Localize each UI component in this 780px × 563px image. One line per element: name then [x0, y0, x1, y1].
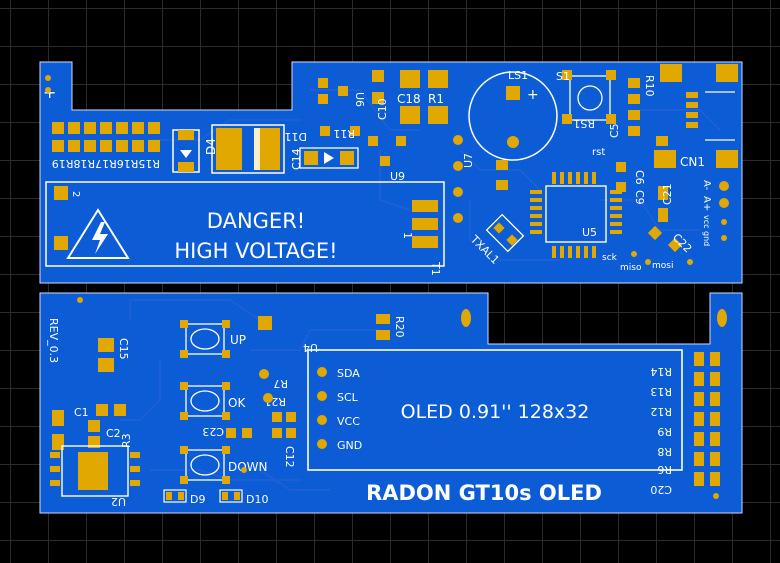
resistor-stack-label: R15R16R17R18R19 — [52, 157, 160, 170]
miso-label: miso — [620, 263, 642, 273]
rst-label: rst — [592, 147, 605, 158]
pin-two-label: 2 — [70, 191, 81, 197]
r1-label: R1 — [428, 92, 444, 106]
pin-one-label: 1 — [401, 232, 414, 239]
d11-label: D11 — [285, 130, 307, 143]
u4-label: U4 — [303, 341, 318, 354]
plus-sign-label: + — [43, 83, 56, 102]
c9-label: C9 — [633, 190, 646, 205]
r9-label: R9 — [657, 425, 672, 438]
transformer-outline — [45, 181, 445, 267]
resistor-column — [694, 352, 720, 486]
pin-vcc-label: VCC — [337, 415, 360, 428]
a-plus-label: A+ — [701, 196, 712, 211]
gnd-label: gnd — [702, 231, 711, 246]
r7-label: R7 — [273, 377, 288, 390]
u5-label: U5 — [582, 226, 597, 239]
bottom-board: REV_0.3 C15 C1 C2 R3 U2 UP O — [39, 292, 743, 514]
buzzer-ls1 — [468, 71, 558, 161]
r12-label: R12 — [650, 405, 672, 418]
button-ok[interactable]: OK — [180, 382, 246, 420]
svg-text:+: + — [527, 87, 539, 103]
top-board: + R15R16R17R18R19 D4 U6 C10 C18 R1 R11 D… — [39, 61, 743, 284]
pin-scl-label: SCL — [337, 391, 359, 404]
button-down-label: DOWN — [228, 460, 268, 474]
sck-label: sck — [602, 253, 618, 263]
oled-model-text: OLED 0.91'' 128x32 — [401, 401, 590, 423]
c18-label: C18 — [397, 92, 421, 106]
r10-label: R10 — [643, 75, 656, 97]
u6-label: U6 — [353, 92, 366, 107]
c15-label: C15 — [117, 338, 130, 360]
button-ok-label: OK — [228, 396, 246, 410]
pin-sda-label: SDA — [337, 367, 360, 380]
button-up[interactable]: UP — [180, 320, 246, 358]
vcc-label: vcc — [702, 215, 711, 229]
c6-label: C6 — [633, 170, 646, 185]
r8-label: R8 — [657, 445, 672, 458]
oled-display-outline — [307, 349, 683, 471]
c23-label: C23 — [202, 425, 224, 438]
a-minus-label: A- — [701, 180, 712, 191]
high-voltage-icon — [66, 208, 130, 259]
c21-label: C21 — [661, 183, 674, 205]
d9-label: D9 — [190, 493, 205, 506]
u2-outline — [61, 445, 129, 497]
r13-label: R13 — [650, 385, 672, 398]
u5-pins — [530, 172, 622, 258]
mosi-label: mosi — [652, 261, 673, 271]
c12-label: C12 — [283, 446, 296, 468]
button-down[interactable]: DOWN — [180, 446, 268, 484]
jumper-pads — [52, 122, 160, 152]
bottom-board-outline — [39, 292, 743, 514]
rev-label: REV_0.3 — [47, 318, 60, 363]
big-component-outline — [211, 124, 285, 174]
warning-danger-text: DANGER! — [207, 209, 305, 233]
r20-label: R20 — [393, 316, 406, 338]
rs1-label: RS1 — [573, 117, 595, 130]
board-title: RADON GT10s OLED — [366, 481, 602, 505]
c2-label: C2 — [106, 427, 121, 440]
cn1-label: CN1 — [680, 155, 705, 169]
s1-label: S1 — [556, 70, 570, 83]
c14-label: C14 — [290, 148, 303, 170]
ls1-label: LS1 — [508, 69, 528, 82]
c20-label: C20 — [650, 483, 672, 496]
d10-label: D10 — [246, 493, 268, 506]
c1-label: C1 — [74, 406, 89, 419]
warning-high-voltage-text: HIGH VOLTAGE! — [174, 239, 337, 263]
r14-label: R14 — [650, 365, 672, 378]
u7-label: U7 — [462, 153, 475, 168]
c10-label: C10 — [376, 98, 389, 120]
r6-label: R6 — [657, 463, 672, 476]
u5-outline — [545, 185, 607, 243]
button-up-label: UP — [230, 333, 246, 347]
r11-label: R11 — [333, 127, 355, 140]
r3-label: R3 — [120, 433, 133, 448]
u9-label: U9 — [390, 170, 405, 183]
c5-label: C5 — [608, 123, 621, 138]
pin-gnd-label: GND — [337, 439, 362, 452]
u2-label: U2 — [111, 495, 126, 508]
t1-label: T1 — [429, 261, 442, 276]
d4-label: D4 — [204, 138, 218, 155]
